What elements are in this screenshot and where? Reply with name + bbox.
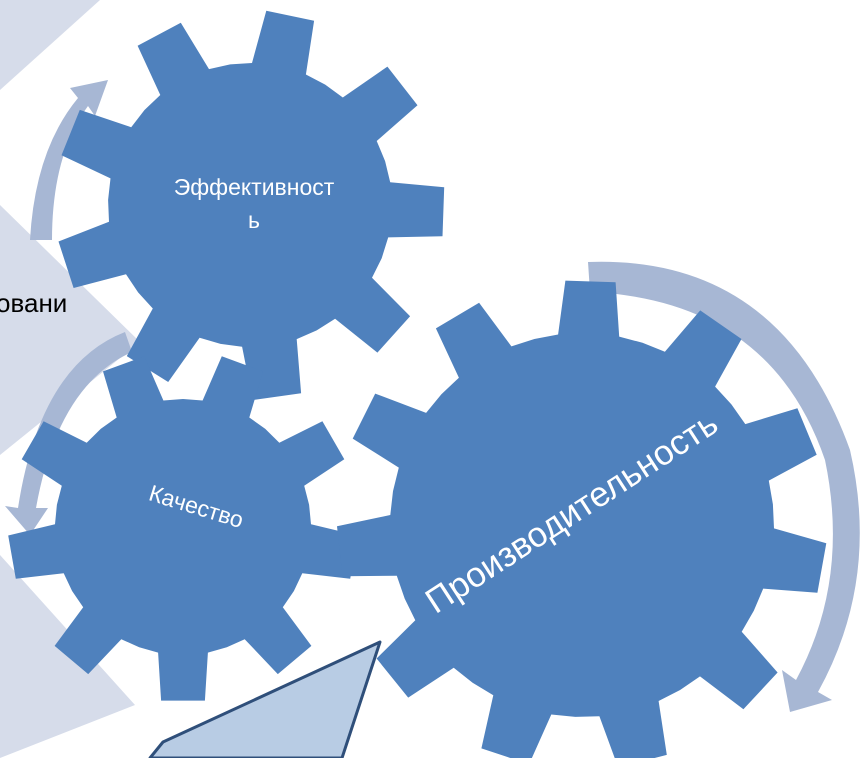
cycle-arrow-right xyxy=(588,261,860,712)
background-chevron-middle xyxy=(0,205,140,455)
gear-label-efficiency-line2: ь xyxy=(248,207,260,233)
side-text-label: овани xyxy=(0,288,67,318)
gear-label-efficiency-line1: Эффективност xyxy=(174,174,335,200)
gear-efficiency xyxy=(58,10,445,400)
cycle-arrow-top-left xyxy=(30,80,108,240)
background-chevron-top xyxy=(0,0,100,90)
callout-shape xyxy=(148,640,382,758)
gear-quality xyxy=(8,356,358,701)
cycle-arrow-left xyxy=(5,332,132,535)
gear-productivity xyxy=(337,280,827,758)
